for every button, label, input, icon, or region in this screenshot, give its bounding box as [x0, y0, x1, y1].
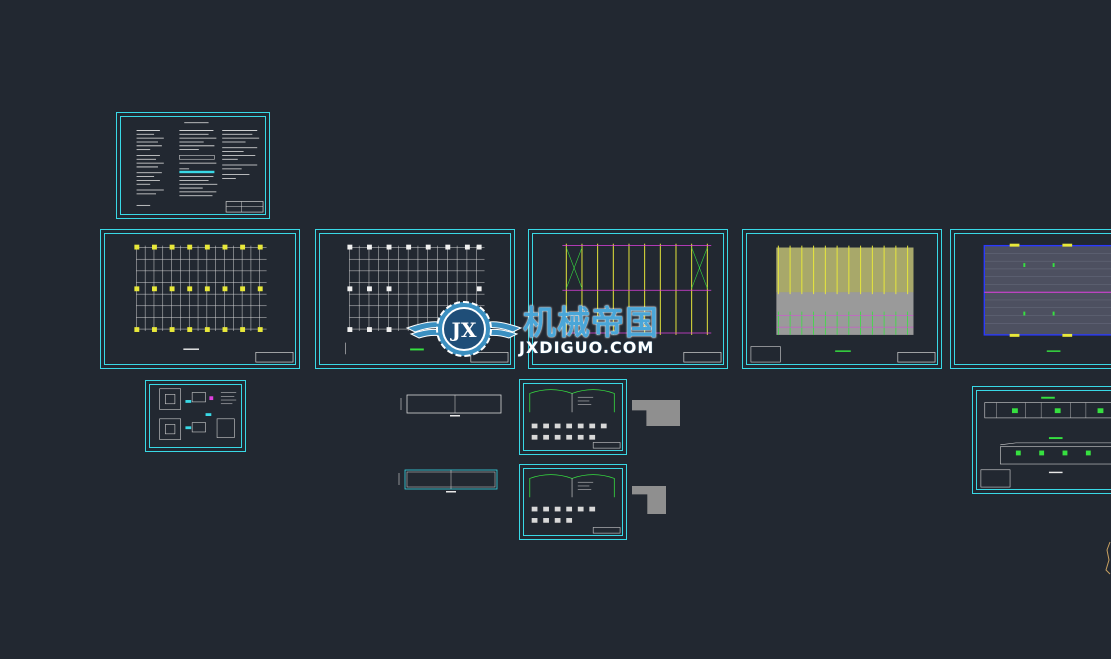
frame-outline-lower — [398, 469, 498, 493]
edge-fragment — [1105, 541, 1111, 575]
sheet-column-layout-plan[interactable] — [100, 229, 300, 369]
section-block-2 — [632, 486, 666, 514]
section-block-1 — [632, 400, 680, 426]
roof-panel-drawing — [983, 243, 1111, 352]
sheet-foundation-details[interactable] — [145, 380, 246, 452]
sheet-portal-frame-1[interactable] — [519, 379, 627, 455]
sheet-general-notes[interactable] — [116, 112, 270, 219]
sheet-roof-panel-plan[interactable] — [950, 229, 1111, 369]
watermark-name: 机械帝国 — [523, 303, 659, 342]
elevation-drawing — [980, 396, 1111, 488]
roof-purlin-drawing — [750, 245, 936, 363]
site-watermark: JX 机械帝国 JXDIGUO.COM — [405, 294, 710, 364]
column-grid-drawing — [134, 244, 294, 363]
portal-frame-drawing-1 — [529, 389, 621, 449]
sheet-portal-frame-2[interactable] — [519, 464, 627, 540]
portal-frame-drawing-2 — [529, 474, 621, 534]
sheet-roof-purlin-plan[interactable] — [742, 229, 942, 369]
roof-beam-drawing — [562, 243, 722, 363]
gear-wing-icon: JX — [405, 301, 523, 357]
frame-outline-upper — [400, 394, 502, 417]
foundation-detail-drawing — [159, 388, 237, 440]
notes-text-block — [136, 122, 264, 213]
badge-letters: JX — [450, 318, 477, 342]
sheet-elevation-view[interactable] — [972, 386, 1111, 494]
sheet-roof-beam-plan[interactable] — [528, 229, 728, 369]
watermark-domain: JXDIGUO.COM — [519, 338, 655, 357]
